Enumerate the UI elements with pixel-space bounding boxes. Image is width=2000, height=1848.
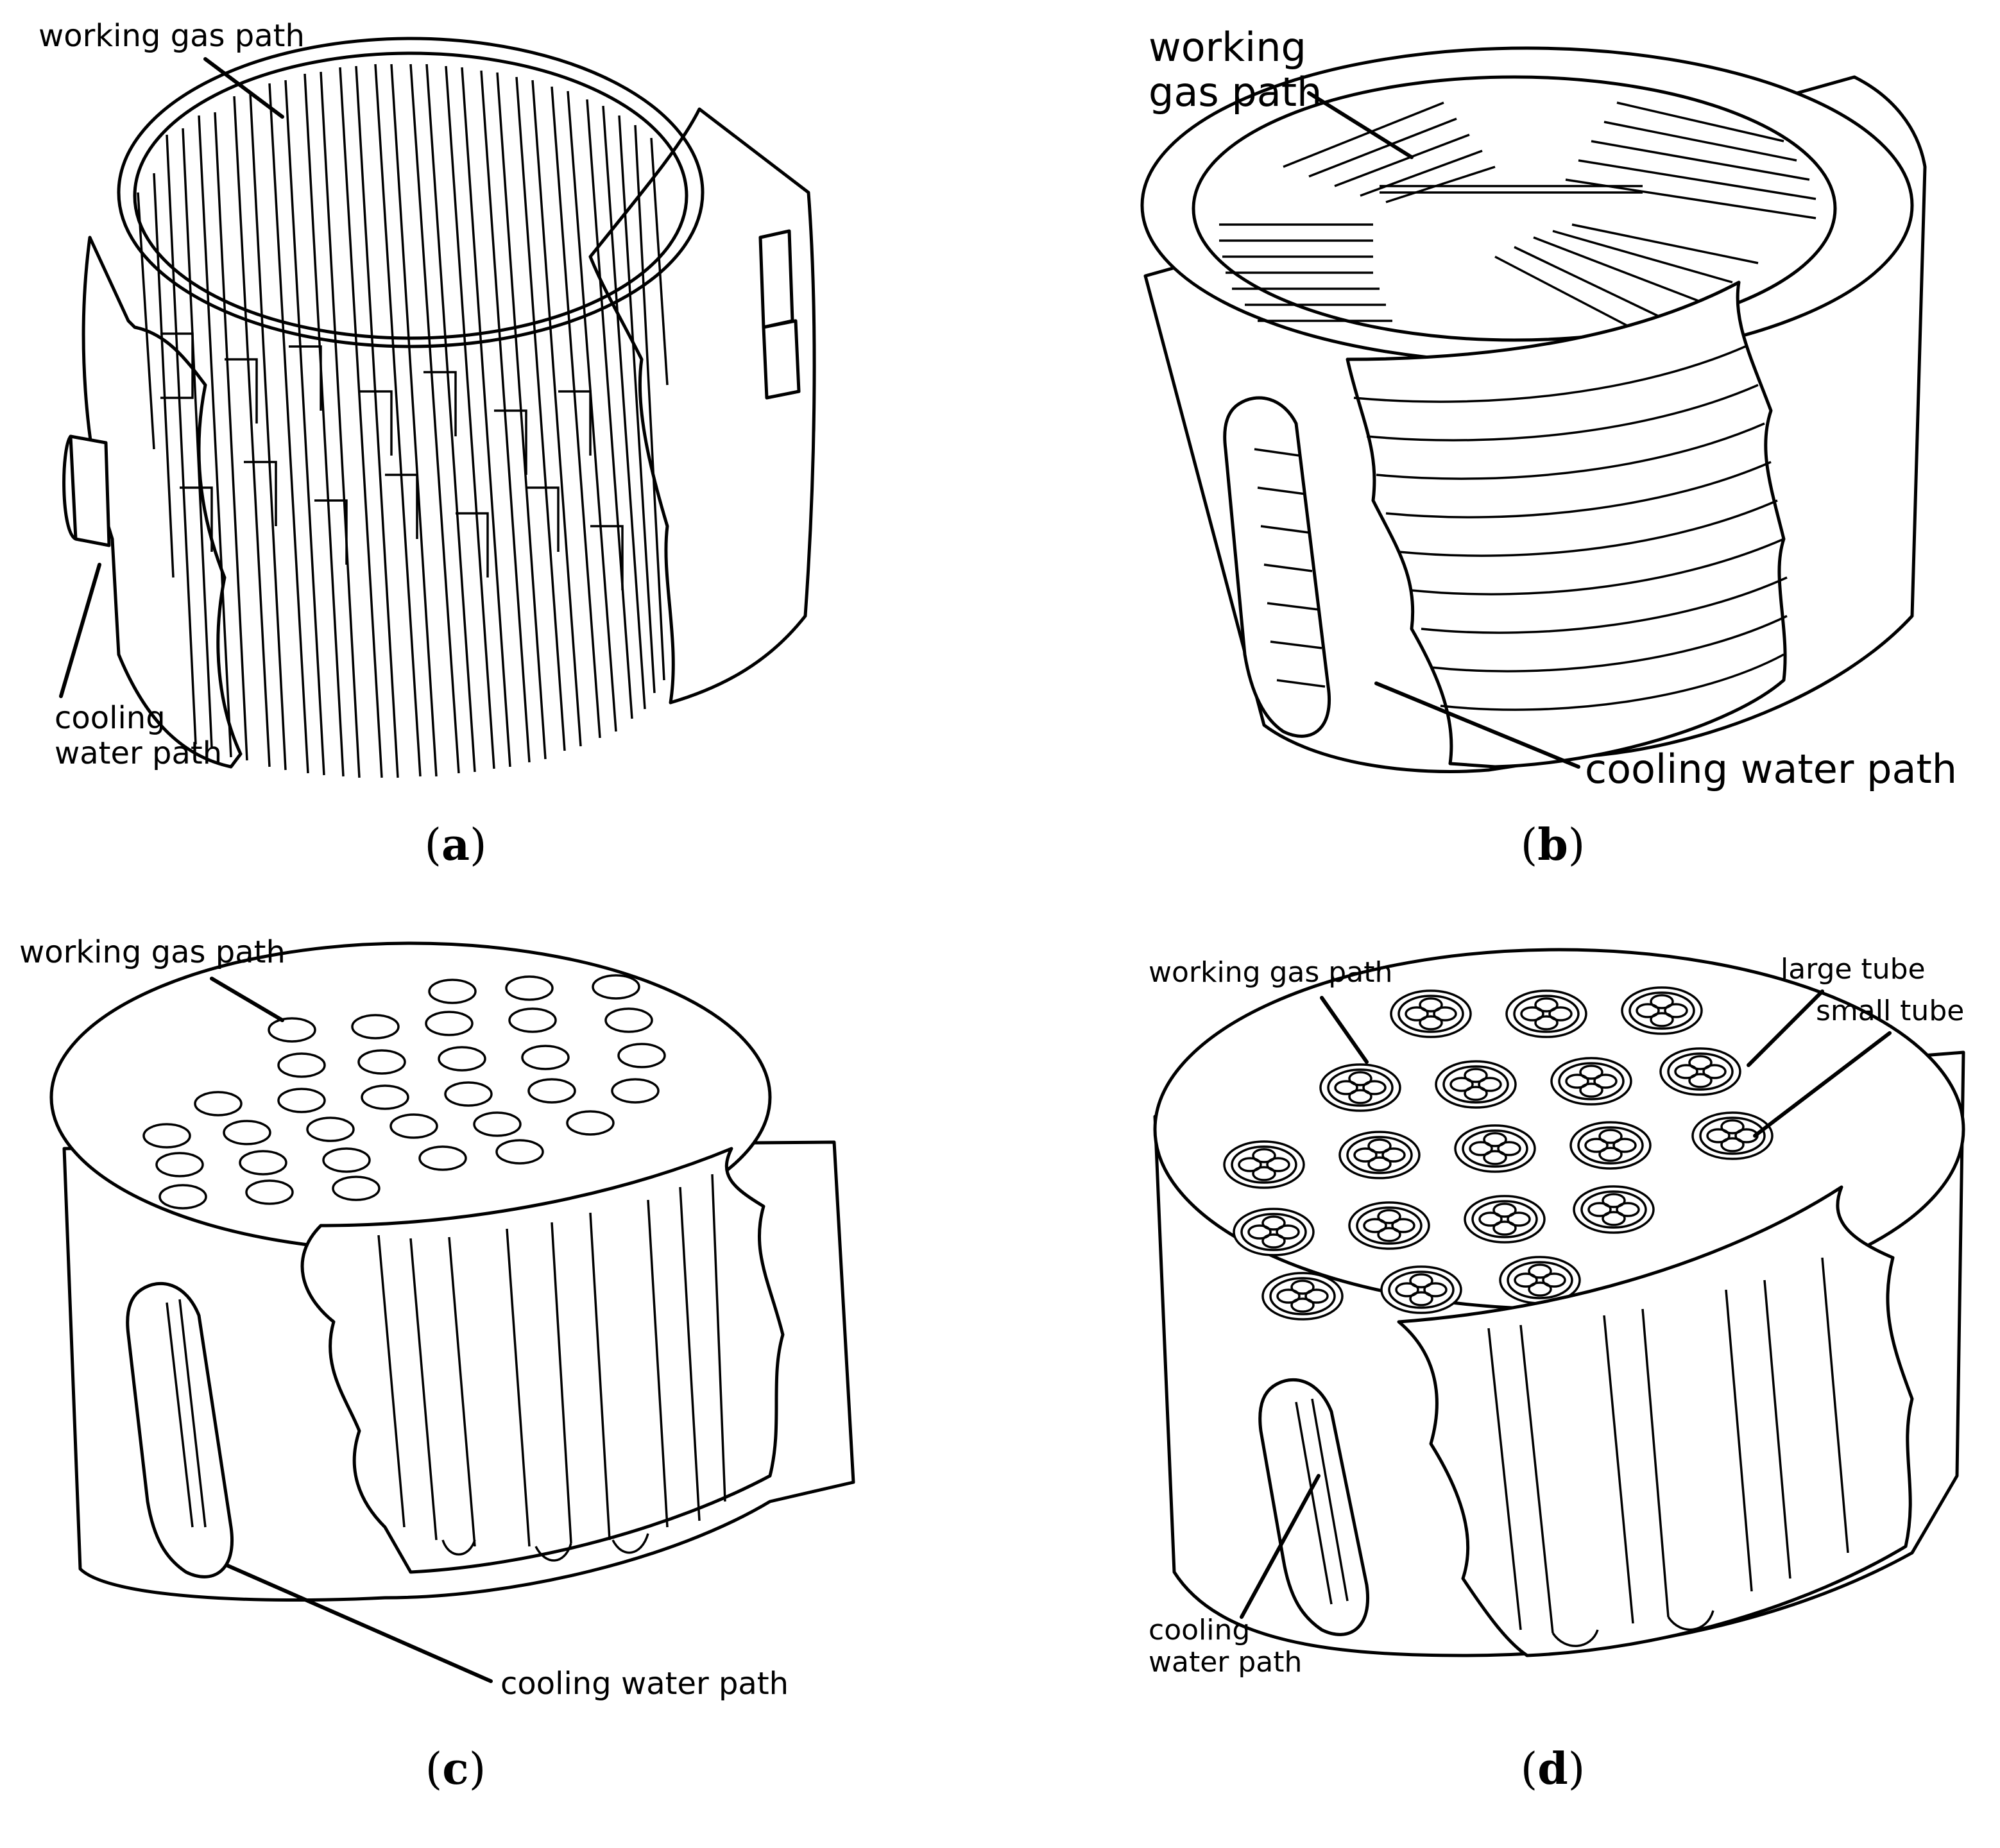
panel-c-holes <box>142 974 666 1210</box>
panel-b-bands <box>1353 345 1788 711</box>
panel-a: working gas path cooling water path (a) <box>38 18 816 871</box>
panel-c-drawing <box>49 941 855 1602</box>
panel-b-drawing <box>1140 46 1927 773</box>
panel-a-caption: (a) <box>424 819 486 871</box>
panel-a-leader-gas <box>203 57 284 119</box>
panel-c-side-window <box>126 1281 234 1579</box>
panel-d-label-water-2: water path <box>1149 1646 1302 1679</box>
panel-a-right-fitting <box>758 229 801 400</box>
panel-a-shell-right <box>588 107 816 705</box>
panel-d-tube-clusters <box>1223 986 1774 1321</box>
panel-c-label-water: cooling water path <box>500 1666 789 1702</box>
panel-a-top-rim-inner <box>133 51 688 340</box>
panel-d: working gas path large tube small tube c… <box>1149 948 1965 1795</box>
panel-c-tubes <box>377 1174 726 1562</box>
panel-a-label-gas: working gas path <box>38 18 305 54</box>
panel-d-cutaway <box>1397 1185 1914 1657</box>
panel-c-leader-gas <box>210 977 284 1022</box>
panel-d-label-water-1: cooling <box>1149 1614 1250 1647</box>
panel-d-label-small: small tube <box>1816 995 1964 1027</box>
panel-d-tubes <box>1487 1257 1849 1647</box>
panel-d-leader-small <box>1753 1031 1892 1138</box>
panel-b-label-gas-1: working <box>1149 24 1306 71</box>
panel-d-drawing <box>1153 948 1965 1657</box>
panel-a-drawing <box>62 37 816 778</box>
panel-d-leader-water <box>1240 1474 1321 1619</box>
panel-b: working gas path cooling water path (b) <box>1140 24 1957 871</box>
panel-a-left-fitting <box>62 434 111 547</box>
panel-b-caption: (b) <box>1521 819 1585 871</box>
panel-a-label-water-1: cooling <box>55 700 166 736</box>
panel-b-window-bands <box>1254 448 1326 688</box>
panel-d-leader-large <box>1747 989 1824 1067</box>
panel-b-label-gas-2: gas path <box>1149 69 1322 116</box>
panel-b-cutaway <box>1346 280 1787 769</box>
panel-c-leader-water <box>226 1564 493 1683</box>
panel-d-label-gas: working gas path <box>1149 956 1392 989</box>
panel-b-top-inner <box>1192 75 1837 342</box>
panel-d-caption: (d) <box>1521 1743 1585 1795</box>
panel-c-caption: (c) <box>425 1743 486 1795</box>
panel-a-fins <box>137 64 669 778</box>
panel-b-top-fins <box>1219 101 1816 335</box>
panel-b-leader-gas <box>1307 91 1414 159</box>
panel-c-label-gas: working gas path <box>19 934 286 970</box>
panel-d-leader-gas <box>1320 996 1369 1064</box>
panel-a-leader-water <box>59 563 101 698</box>
panel-c: working gas path cooling water path (c) <box>19 934 855 1795</box>
panel-c-window-tube <box>166 1299 207 1528</box>
panel-b-label-water: cooling water path <box>1585 746 1957 792</box>
panel-b-leader-water <box>1374 681 1580 769</box>
panel-d-window-tube <box>1295 1398 1349 1605</box>
panel-a-top-rim-outer <box>117 37 705 348</box>
panel-d-label-large: large tube <box>1781 953 1926 986</box>
panel-a-label-water-2: water path <box>55 735 222 771</box>
